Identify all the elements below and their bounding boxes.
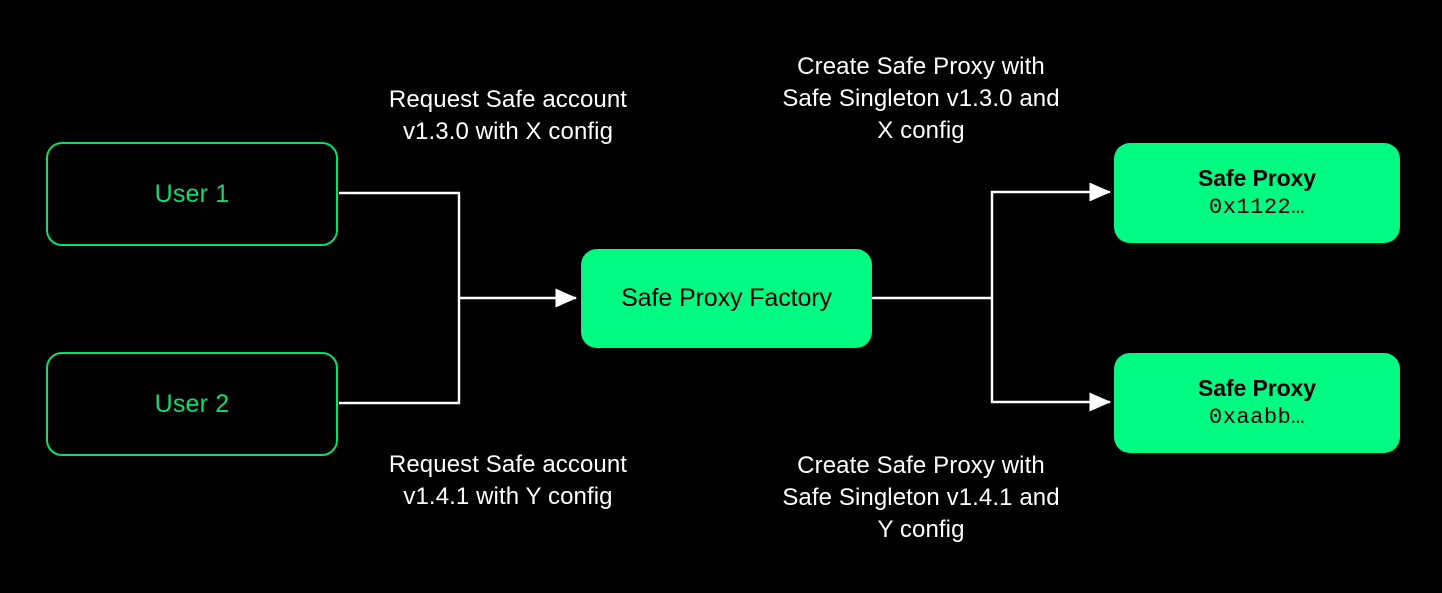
edge-label-create-bottom: Create Safe Proxy with Safe Singleton v1…	[782, 452, 1060, 543]
edge-split-to-proxy1	[990, 182, 1112, 298]
node-safe-proxy-1-title: Safe Proxy	[1198, 165, 1316, 192]
edge-user1-to-merge	[339, 191, 461, 298]
node-user-2-label: User 2	[154, 389, 230, 418]
node-safe-proxy-1[interactable]: Safe Proxy 0x1122…	[1114, 143, 1400, 243]
node-safe-proxy-2-address: 0xaabb…	[1209, 404, 1305, 430]
edge-user2-to-merge	[339, 298, 461, 405]
node-user-1[interactable]: User 1	[46, 142, 338, 246]
node-safe-proxy-2[interactable]: Safe Proxy 0xaabb…	[1114, 353, 1400, 453]
edge-label-create-top: Create Safe Proxy with Safe Singleton v1…	[782, 53, 1060, 144]
edge-split-to-proxy2	[990, 298, 1112, 412]
node-user-2[interactable]: User 2	[46, 352, 338, 456]
node-safe-proxy-2-title: Safe Proxy	[1198, 375, 1316, 402]
node-user-1-label: User 1	[154, 179, 230, 208]
edge-label-request-top: Request Safe account v1.3.0 with X confi…	[388, 86, 628, 145]
node-safe-proxy-factory[interactable]: Safe Proxy Factory	[581, 249, 872, 348]
node-safe-proxy-1-address: 0x1122…	[1209, 194, 1305, 220]
node-safe-proxy-factory-label: Safe Proxy Factory	[621, 283, 832, 312]
edge-label-request-bottom: Request Safe account v1.4.1 with Y confi…	[388, 451, 628, 510]
